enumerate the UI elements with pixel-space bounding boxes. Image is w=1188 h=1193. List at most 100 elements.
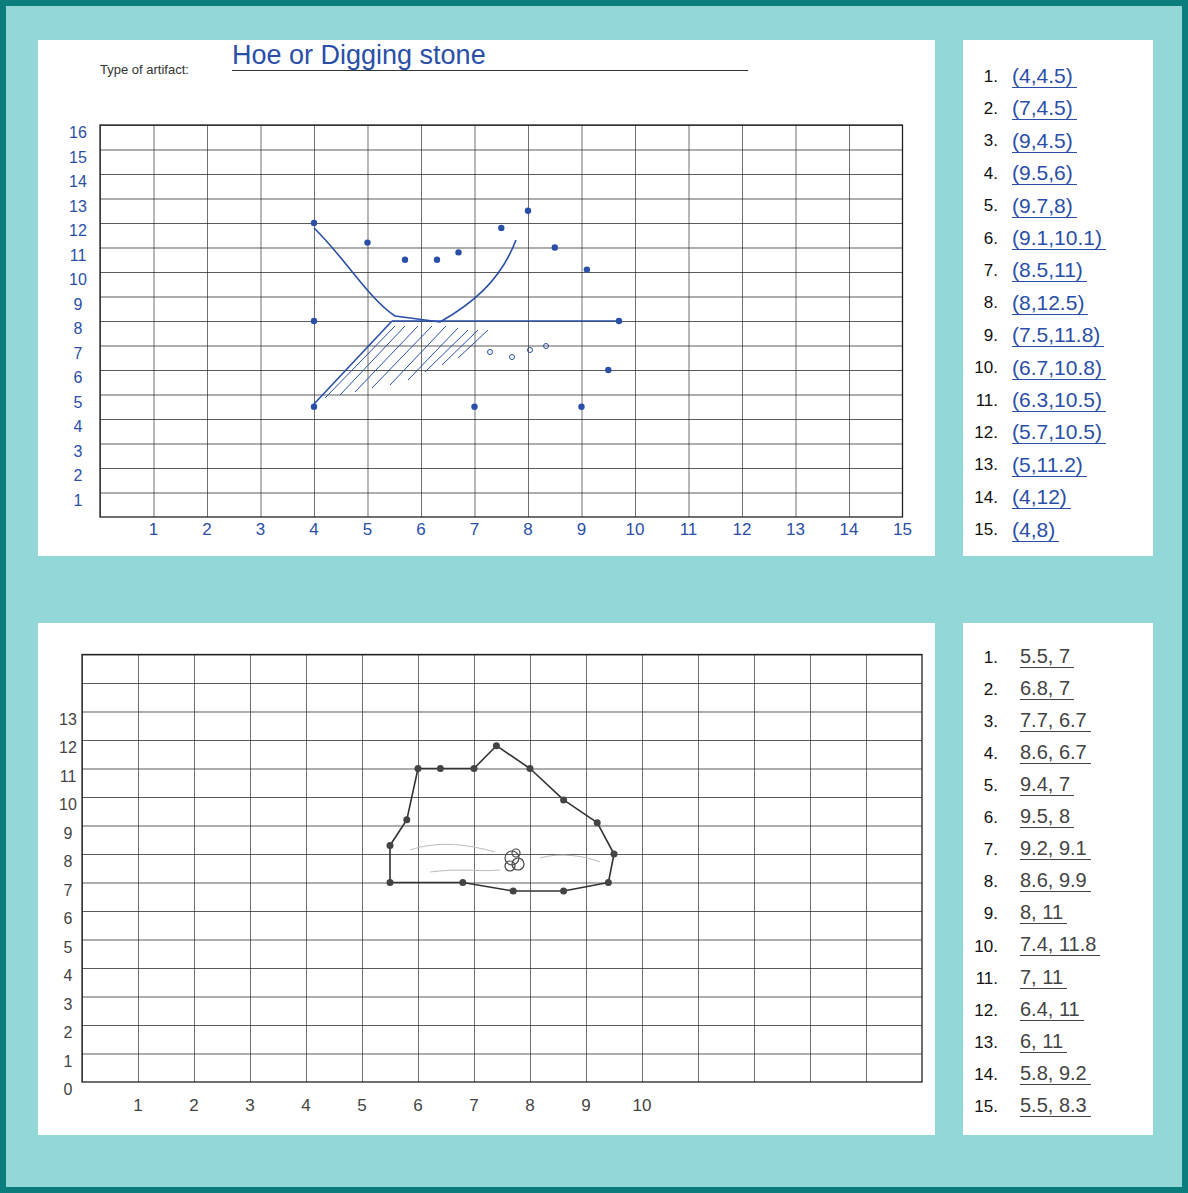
list-item: 7, 11 (1020, 966, 1067, 989)
axis-tick-label: 13 (59, 711, 77, 729)
point (311, 220, 317, 226)
axis-tick-label: 6 (416, 521, 425, 540)
scribble-loop (512, 849, 520, 857)
axis-tick-label: 8 (64, 853, 73, 871)
list-item: (8.5,11) (1012, 258, 1087, 282)
list-item: (6.3,10.5) (1012, 388, 1106, 412)
axis-tick-label: 3 (74, 443, 83, 461)
point (594, 819, 601, 826)
point (560, 888, 567, 895)
axis-tick-label: 7 (469, 1097, 478, 1116)
list-item: (4,12) (1012, 485, 1071, 509)
axis-tick-label: 8 (525, 1097, 534, 1116)
axis-tick-label: 10 (626, 521, 645, 540)
list-item: 8.6, 6.7 (1020, 741, 1091, 764)
point (525, 208, 531, 214)
list-item: (9.5,6) (1012, 161, 1077, 185)
axis-tick-label: 5 (363, 521, 372, 540)
hatching (325, 326, 488, 398)
axis-tick-label: 1 (74, 492, 83, 510)
axis-tick-label: 10 (69, 271, 87, 289)
list-item: 5. (984, 777, 998, 796)
list-item: 5. (984, 197, 998, 216)
mark (528, 348, 533, 353)
axis-tick-label: 3 (64, 996, 73, 1014)
axis-tick-label: 2 (74, 467, 83, 485)
outline-curve (314, 228, 516, 322)
axis-tick-label: 5 (64, 939, 73, 957)
list-item: 1. (984, 649, 998, 668)
axis-tick-label: 11 (680, 521, 698, 540)
list-item: (4,4.5) (1012, 64, 1077, 88)
list-item: (9.7,8) (1012, 194, 1077, 218)
point (498, 225, 504, 231)
list-item: 6. (984, 809, 998, 828)
list-item: 6.8, 7 (1020, 677, 1074, 700)
axis-tick-label: 12 (59, 739, 77, 757)
list-item: 5.5, 7 (1020, 645, 1074, 668)
point (437, 765, 444, 772)
point (387, 842, 394, 849)
axis-tick-label: 12 (733, 521, 752, 540)
axis-tick-label: 9 (577, 521, 586, 540)
list-item: 2. (984, 681, 998, 700)
axis-tick-label: 11 (60, 768, 77, 786)
list-item: 10. (974, 359, 998, 378)
point (455, 249, 461, 255)
list-item: (8,12.5) (1012, 291, 1088, 315)
axis-tick-label: 4 (74, 418, 83, 436)
list-item: 3. (984, 132, 998, 151)
list-item: 12. (974, 424, 998, 443)
list-item: 5.8, 9.2 (1020, 1062, 1091, 1085)
axis-tick-label: 16 (69, 124, 87, 142)
mark (544, 344, 549, 349)
grid-panel (38, 623, 935, 1135)
axis-tick-label: 2 (64, 1024, 73, 1042)
list-item: (9.1,10.1) (1012, 226, 1106, 250)
point (364, 239, 370, 245)
list-item: 8.6, 9.9 (1020, 869, 1091, 892)
axis-tick-label: 7 (74, 345, 83, 363)
list-item: 12. (974, 1002, 998, 1021)
axis-tick-label: 6 (413, 1097, 422, 1116)
axis-tick-label: 14 (69, 173, 87, 191)
axis-tick-label: 2 (202, 521, 211, 540)
list-item: 11. (976, 970, 998, 989)
scribble (505, 849, 524, 871)
list-item: (9,4.5) (1012, 129, 1077, 153)
axis-tick-label: 8 (523, 521, 532, 540)
background (6, 6, 1182, 1187)
list-item: 7.7, 6.7 (1020, 709, 1091, 732)
axis-tick-label: 11 (70, 247, 87, 265)
list-item: 9. (984, 905, 998, 924)
outline (390, 746, 614, 891)
list-item: 10. (974, 938, 998, 957)
graph-grid (100, 125, 903, 517)
axis-tick-label: 13 (69, 198, 87, 216)
axis-tick-label: 9 (581, 1097, 590, 1116)
point (311, 318, 317, 324)
point (415, 765, 422, 772)
list-item: (4,8) (1012, 518, 1059, 542)
list-item: (5.7,10.5) (1012, 420, 1106, 444)
axis-tick-label: 15 (893, 521, 912, 540)
axis-tick-label: 6 (74, 369, 83, 387)
list-item: 4. (984, 745, 998, 764)
artifact-type: Hoe or Digging stone (232, 41, 748, 72)
list-item: 7.4, 11.8 (1020, 933, 1100, 956)
point (434, 257, 440, 263)
axis-tick-label: 13 (786, 521, 805, 540)
outline-line (392, 320, 617, 322)
point (584, 266, 590, 272)
axis-tick-label: 2 (189, 1097, 198, 1116)
faint-lines (410, 844, 600, 872)
point (459, 879, 466, 886)
axis-tick-label: 7 (64, 882, 73, 900)
list-item: 9.5, 8 (1020, 805, 1074, 828)
point (605, 367, 611, 373)
list-item: 8. (984, 294, 998, 313)
list-item: (7,4.5) (1012, 96, 1077, 120)
axis-tick-label: 6 (64, 910, 73, 928)
point (402, 257, 408, 263)
